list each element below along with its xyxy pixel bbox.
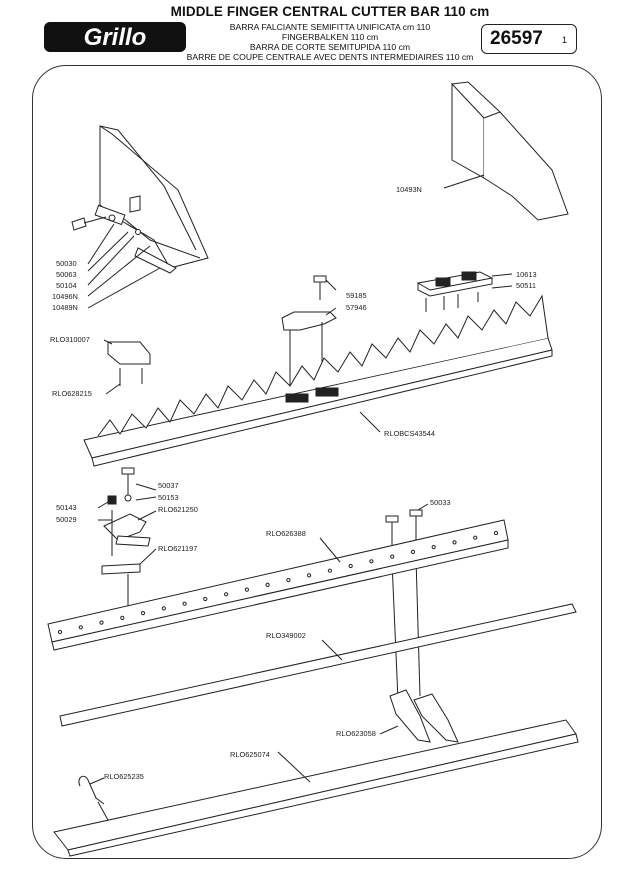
knife-back-hole <box>348 563 353 569</box>
label-50030: 50030 <box>56 259 77 268</box>
knife-back-hole <box>410 549 416 555</box>
drawing-frame <box>32 65 602 859</box>
subtitle-german: FINGERBALKEN 110 cm <box>281 32 379 42</box>
label-RLO310007: RLO310007 <box>50 335 90 344</box>
subtitle-spanish: BARRA DE CORTE SEMITUPIDA 110 cm <box>249 42 411 52</box>
knife-back-hole <box>390 554 395 559</box>
svg-text:Grillo: Grillo <box>84 24 147 51</box>
part-59185-57946-shape <box>281 275 337 398</box>
knife-back-hole <box>307 573 312 578</box>
subtitle-french: BARRE DE COUPE CENTRALE AVEC DENTS INTER… <box>186 52 474 62</box>
knife-back-hole <box>369 559 374 564</box>
part-10493N-shape <box>443 81 569 221</box>
knife-back-hole <box>182 601 187 606</box>
label-50029: 50029 <box>56 515 77 524</box>
label-10493N: 10493N <box>396 185 422 194</box>
knife-back-hole <box>473 535 478 540</box>
part-RLO310007-shape <box>103 339 151 395</box>
knife-back-hole <box>57 629 63 635</box>
knife-back-hole <box>493 530 499 536</box>
knife-back-hole <box>286 578 291 583</box>
label-RLOBCS43544: RLOBCS43544 <box>384 429 435 438</box>
knife-back-hole <box>161 606 166 611</box>
knife-back-hole <box>99 620 104 625</box>
knife-back-hole <box>203 596 208 602</box>
label-RLO626388: RLO626388 <box>266 529 306 538</box>
label-RLO628215: RLO628215 <box>52 389 92 398</box>
label-10489N: 10489N <box>52 303 78 312</box>
grillo-logo: Grillo <box>44 22 186 52</box>
label-RLO621197: RLO621197 <box>158 544 198 553</box>
part-10613-plate-shape <box>416 271 513 312</box>
label-50143: 50143 <box>56 503 77 512</box>
label-RLO349002: RLO349002 <box>266 631 306 640</box>
label-RLO621250: RLO621250 <box>158 505 198 514</box>
knife-back-hole <box>224 592 229 597</box>
part-RLOBCS43544-fingerbar-shape <box>83 294 553 467</box>
knife-back-hole <box>265 582 270 588</box>
part-clamp-group-shape <box>97 467 157 620</box>
knife-back-hole <box>431 545 436 550</box>
label-50037: 50037 <box>158 481 179 490</box>
label-50511: 50511 <box>516 281 537 290</box>
label-RLO623058: RLO623058 <box>336 729 376 738</box>
knife-back-hole <box>327 568 332 573</box>
label-10496N: 10496N <box>52 292 78 301</box>
knife-back-hole <box>120 615 125 621</box>
document-title: MIDDLE FINGER CENTRAL CUTTER BAR 110 cm <box>170 4 490 19</box>
part-code-box: 26597 1 <box>481 24 577 54</box>
knife-back-hole <box>78 625 83 630</box>
label-59185: 59185 <box>346 291 367 300</box>
subtitle-italian: BARRA FALCIANTE SEMIFITTA UNIFICATA cm 1… <box>229 22 431 32</box>
knife-back-hole <box>452 540 457 545</box>
label-10613: 10613 <box>516 270 537 279</box>
part-RLO626388-shape <box>47 519 509 651</box>
part-end-guard-shape <box>71 125 209 309</box>
label-50063: 50063 <box>56 270 77 279</box>
part-RLO625235-shape <box>78 775 109 821</box>
part-50033-bolts-shape <box>385 503 429 701</box>
label-50033: 50033 <box>430 498 451 507</box>
part-code: 26597 <box>490 28 543 49</box>
knife-back-hole <box>140 611 146 616</box>
label-50104: 50104 <box>56 281 77 290</box>
page-number: 1 <box>562 35 568 45</box>
label-RLO625074: RLO625074 <box>230 750 270 759</box>
part-RLO349002-shape <box>59 603 577 727</box>
label-50153: 50153 <box>158 493 179 502</box>
part-RLO623058-shape <box>379 689 459 743</box>
knife-back-hole <box>244 587 249 592</box>
label-57946: 57946 <box>346 303 367 312</box>
label-RLO625235: RLO625235 <box>104 772 144 781</box>
part-RLO625074-shape <box>53 719 579 857</box>
